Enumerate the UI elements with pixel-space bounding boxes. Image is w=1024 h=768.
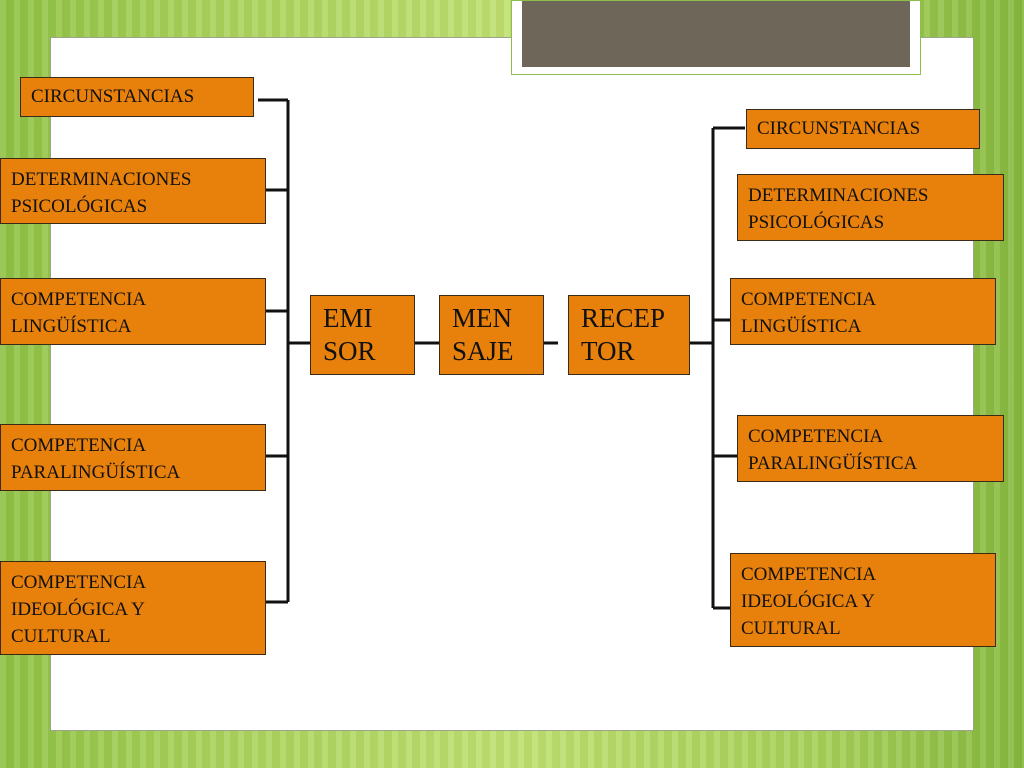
left-box-circunstancias: CIRCUNSTANCIAS <box>20 77 254 117</box>
title-bar <box>522 1 910 67</box>
right-box-competencia-linguistica: COMPETENCIA LINGÜÍSTICA <box>730 278 996 345</box>
receptor-box: RECEP TOR <box>568 295 690 375</box>
left-box-competencia-linguistica: COMPETENCIA LINGÜÍSTICA <box>0 278 266 345</box>
right-box-competencia-ideologica: COMPETENCIA IDEOLÓGICA Y CULTURAL <box>730 553 996 647</box>
right-box-circunstancias: CIRCUNSTANCIAS <box>746 109 980 149</box>
left-box-competencia-ideologica: COMPETENCIA IDEOLÓGICA Y CULTURAL <box>0 561 266 655</box>
title-placeholder <box>511 0 921 75</box>
left-box-determinaciones: DETERMINACIONES PSICOLÓGICAS <box>0 158 266 224</box>
mensaje-box: MEN SAJE <box>439 295 544 375</box>
left-box-competencia-paralinguistica: COMPETENCIA PARALINGÜÍSTICA <box>0 424 266 491</box>
right-box-competencia-paralinguistica: COMPETENCIA PARALINGÜÍSTICA <box>737 415 1004 482</box>
right-box-determinaciones: DETERMINACIONES PSICOLÓGICAS <box>737 174 1004 241</box>
emisor-box: EMI SOR <box>310 295 415 375</box>
